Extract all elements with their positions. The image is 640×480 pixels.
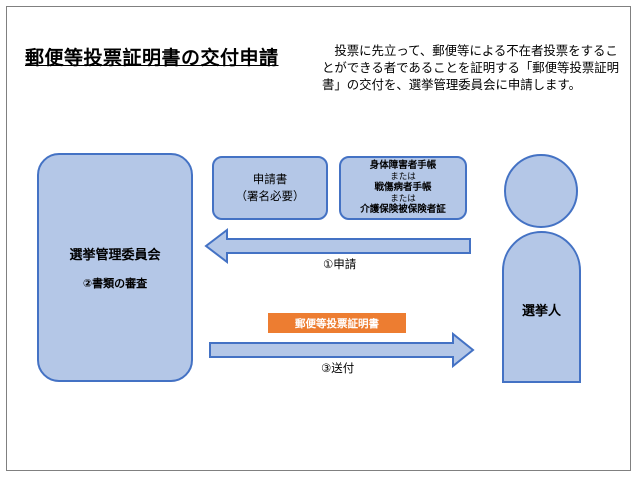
document-care-insurance-card: 介護保険被保険者証 xyxy=(360,204,446,215)
committee-review-step: ②書類の審査 xyxy=(82,277,148,290)
step-apply-label: ①申請 xyxy=(323,257,357,271)
document-or-2: または xyxy=(390,194,416,204)
document-or-1: または xyxy=(390,172,416,182)
application-form-title: 申請書 xyxy=(252,172,288,186)
committee-name: 選挙管理委員会 xyxy=(69,248,161,263)
certificate-tag: 郵便等投票証明書 xyxy=(268,313,406,333)
send-arrow xyxy=(209,331,475,369)
application-form-box: 申請書 （署名必要） xyxy=(212,156,328,220)
document-disability-handbook: 身体障害者手帳 xyxy=(369,160,437,171)
intro-text: 投票に先立って、郵便等による不在者投票をすることができる者であることを証明する「… xyxy=(322,43,620,92)
voter-head xyxy=(504,154,578,228)
document-war-injury-handbook: 戦傷病者手帳 xyxy=(374,182,432,193)
step-send-label: ③送付 xyxy=(321,361,355,375)
page-title: 郵便等投票証明書の交付申請 xyxy=(25,47,279,69)
application-form-signature-note: （署名必要） xyxy=(235,189,305,203)
election-committee-box: 選挙管理委員会 ②書類の審査 xyxy=(37,153,193,382)
voter-body xyxy=(502,231,581,383)
diagram-frame xyxy=(6,6,631,471)
documents-box: 身体障害者手帳 または 戦傷病者手帳 または 介護保険被保険者証 xyxy=(339,156,467,220)
apply-arrow xyxy=(204,227,471,265)
voter-label: 選挙人 xyxy=(521,304,561,319)
